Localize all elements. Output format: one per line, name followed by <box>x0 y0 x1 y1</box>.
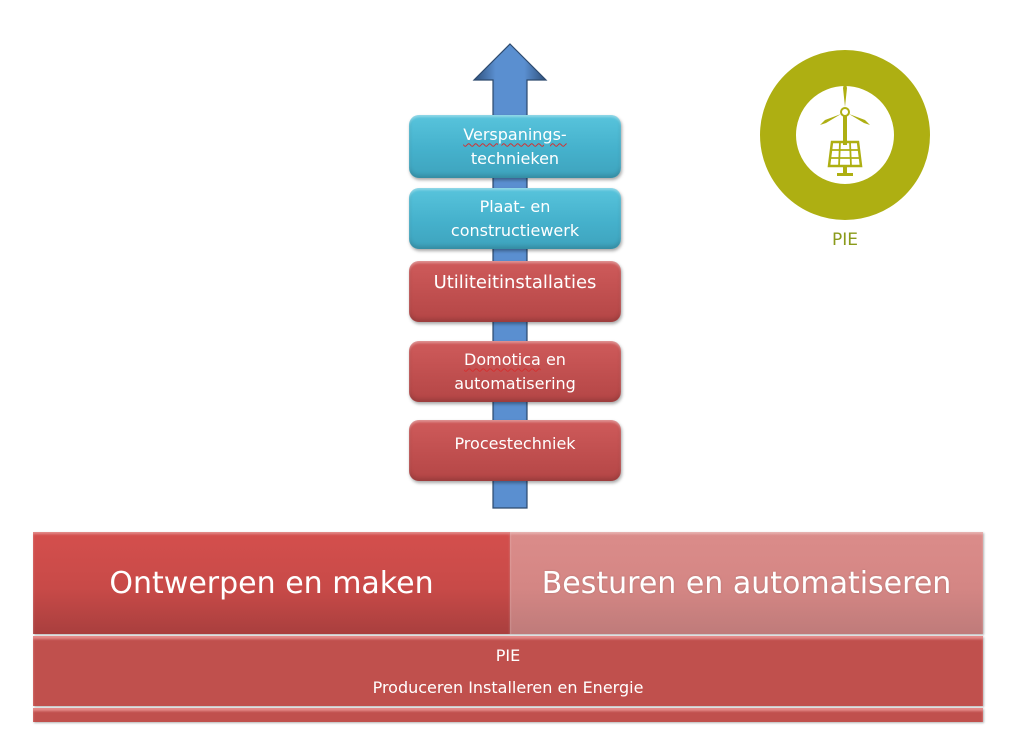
stack-box-procestechniek: Procestechniek <box>409 420 621 481</box>
pie-base-subtitle: Produceren Installeren en Energie <box>372 678 644 697</box>
pie-base-bar: PIE Produceren Installeren en Energie <box>33 636 983 706</box>
stack-box-verspaningstechnieken: Verspanings- technieken <box>409 115 621 178</box>
besturen-en-automatiseren-block: Besturen en automatiseren <box>510 532 983 634</box>
box-label-line2: technieken <box>470 148 560 168</box>
block-label: Ontwerpen en maken <box>109 565 434 601</box>
stack-box-utiliteitinstallaties: Utiliteitinstallaties <box>409 261 621 322</box>
base-strip <box>33 708 983 722</box>
box-label-line2: constructiewerk <box>450 220 580 240</box>
pie-base-title: PIE <box>495 646 521 665</box>
box-label-underlined: Domotica <box>464 349 541 369</box>
pie-logo <box>760 50 930 220</box>
ontwerpen-en-maken-block: Ontwerpen en maken <box>33 532 510 634</box>
block-label: Besturen en automatiseren <box>541 565 952 601</box>
box-label-line1: Verspanings- <box>463 124 567 144</box>
box-label-line1: Plaat- en <box>479 196 551 216</box>
box-label: Procestechniek <box>454 434 576 453</box>
box-label: Utiliteitinstallaties <box>433 272 597 293</box>
logo-label: PIE <box>831 230 858 250</box>
stack-box-plaat-constructiewerk: Plaat- en constructiewerk <box>409 188 621 249</box>
box-label-suffix: en <box>540 349 566 369</box>
box-label-line2: automatisering <box>454 373 576 393</box>
stack-box-domotica: Domotica en automatisering <box>409 341 621 402</box>
wind-turbine-solar-panel-icon <box>820 80 870 176</box>
